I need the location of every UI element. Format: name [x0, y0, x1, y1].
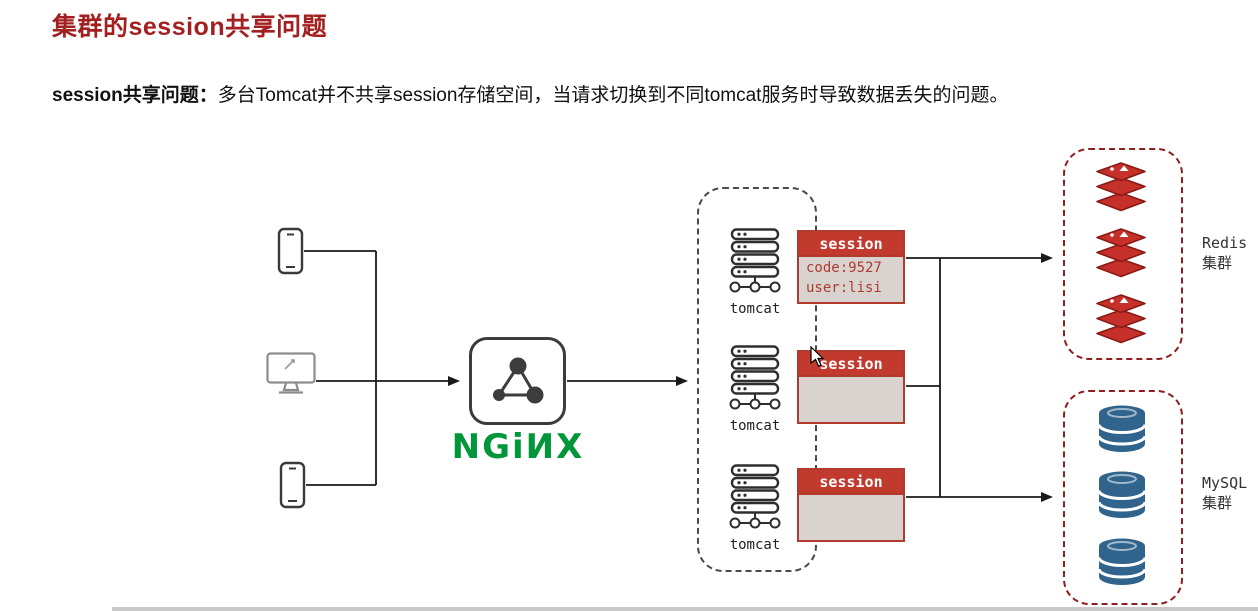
database-icon: [1097, 538, 1147, 585]
database-icon: [1097, 405, 1147, 452]
subtitle: session共享问题：多台Tomcat并不共享session存储空间，当请求切…: [52, 80, 1008, 107]
phone-icon: [277, 227, 304, 275]
mysql-cluster-label: MySQL 集群: [1202, 473, 1247, 514]
subtitle-label: session共享问题：: [52, 85, 218, 106]
database-icon: [1097, 471, 1147, 518]
tomcat-label: tomcat: [729, 418, 781, 434]
redis-icon: [1096, 228, 1146, 278]
cursor-icon: [810, 346, 825, 367]
mysql-cluster-name: MySQL: [1202, 474, 1248, 492]
bottom-divider: [112, 607, 1258, 611]
tomcat-server-icon: [729, 345, 781, 410]
mysql-cluster-box: [1063, 390, 1183, 605]
redis-cluster-name: Redis: [1202, 234, 1248, 252]
session-line: code:9527: [806, 260, 882, 276]
tomcat-label: tomcat: [729, 301, 781, 317]
redis-cluster-label: Redis 集群: [1202, 233, 1247, 274]
page-title: 集群的session共享问题: [52, 13, 328, 41]
tomcat-label: tomcat: [729, 537, 781, 553]
session-box: session: [797, 468, 905, 542]
session-box: session code:9527 user:lisi: [797, 230, 905, 304]
session-title: session: [799, 232, 903, 257]
redis-cluster-box: [1063, 148, 1183, 360]
nginx-logo-box: [469, 337, 566, 425]
tomcat-server-icon: [729, 228, 781, 293]
nginx-logo-icon: [492, 357, 543, 404]
redis-icon: [1096, 162, 1146, 212]
session-title: session: [799, 470, 903, 495]
tomcat-server-icon: [729, 464, 781, 529]
session-content: code:9527 user:lisi: [799, 257, 903, 302]
subtitle-text: 多台Tomcat并不共享session存储空间，当请求切换到不同tomcat服务…: [217, 85, 1009, 106]
phone-icon: [279, 461, 306, 509]
session-content: [799, 377, 903, 422]
desktop-icon: [266, 352, 316, 394]
nginx-wordmark: NGiИX: [451, 427, 585, 467]
redis-cluster-suffix: 集群: [1202, 254, 1233, 273]
session-content: [799, 495, 903, 540]
mysql-cluster-suffix: 集群: [1202, 494, 1233, 513]
session-line: user:lisi: [806, 279, 882, 296]
session-box: session: [797, 350, 905, 424]
redis-icon: [1096, 294, 1146, 344]
